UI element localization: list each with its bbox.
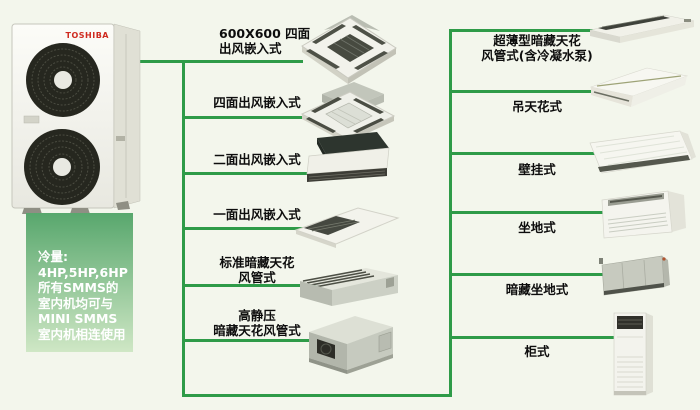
unit-label-cassette-4way: 四面出风嵌入式 — [213, 95, 301, 110]
unit-label-duct-standard: 标准暗藏天花 风管式 — [219, 255, 295, 285]
branch-line-r5 — [449, 273, 613, 276]
branch-line-r2 — [449, 90, 601, 93]
branch-line-m4 — [182, 227, 310, 230]
bottom-connector-line — [182, 394, 452, 397]
unit-label-cassette-2way: 二面出风嵌入式 — [213, 152, 301, 167]
branch-line-r3 — [449, 152, 601, 155]
unit-label-duct-slim: 超薄型暗藏天花 风管式(含冷凝水泵) — [481, 33, 593, 63]
unit-label-duct-high-static: 高静压 暗藏天花风管式 — [213, 308, 301, 338]
toshiba-logo: TOSHIBA — [66, 31, 110, 40]
branch-line-m2 — [182, 116, 318, 119]
duct-standard-image — [300, 268, 398, 306]
unit-label-cassette-1way: 一面出风嵌入式 — [213, 207, 301, 222]
unit-label-ceiling-suspended: 吊天花式 — [511, 99, 562, 114]
floor-standing-image — [601, 190, 686, 239]
ceiling-suspended-image — [589, 67, 689, 107]
branch-line-m1 — [138, 60, 303, 63]
capacity-info-box: 冷量: 4HP,5HP,6HP 所有SMMS的 室内机均可与 MINI SMMS… — [26, 213, 133, 352]
cassette-1way-image — [294, 207, 400, 248]
unit-label-cassette-600: 600X600 四面 出风嵌入式 — [219, 26, 311, 56]
branch-line-m3 — [182, 172, 320, 175]
duct-high-static-image — [309, 316, 393, 374]
cassette-4way-image — [300, 82, 396, 143]
unit-label-wall-mounted: 壁挂式 — [518, 162, 556, 177]
duct-slim-image — [589, 14, 695, 43]
branch-line-m5 — [182, 284, 330, 287]
unit-label-cabinet: 柜式 — [524, 344, 550, 359]
unit-label-floor-standing: 坐地式 — [518, 220, 556, 235]
wall-mounted-image — [589, 130, 696, 174]
floor-concealed-image — [599, 255, 670, 296]
branch-line-r6 — [449, 336, 623, 339]
unit-label-floor-concealed: 暗藏坐地式 — [505, 282, 569, 297]
cabinet-image — [613, 312, 653, 396]
cassette-2way-image — [306, 132, 390, 182]
branch-line-r4 — [449, 211, 611, 214]
outdoor-unit-image: TOSHIBA — [11, 23, 141, 214]
cassette-600x600-image — [301, 15, 397, 84]
branch-line-m6 — [182, 339, 330, 342]
branch-line-r1 — [449, 29, 597, 32]
